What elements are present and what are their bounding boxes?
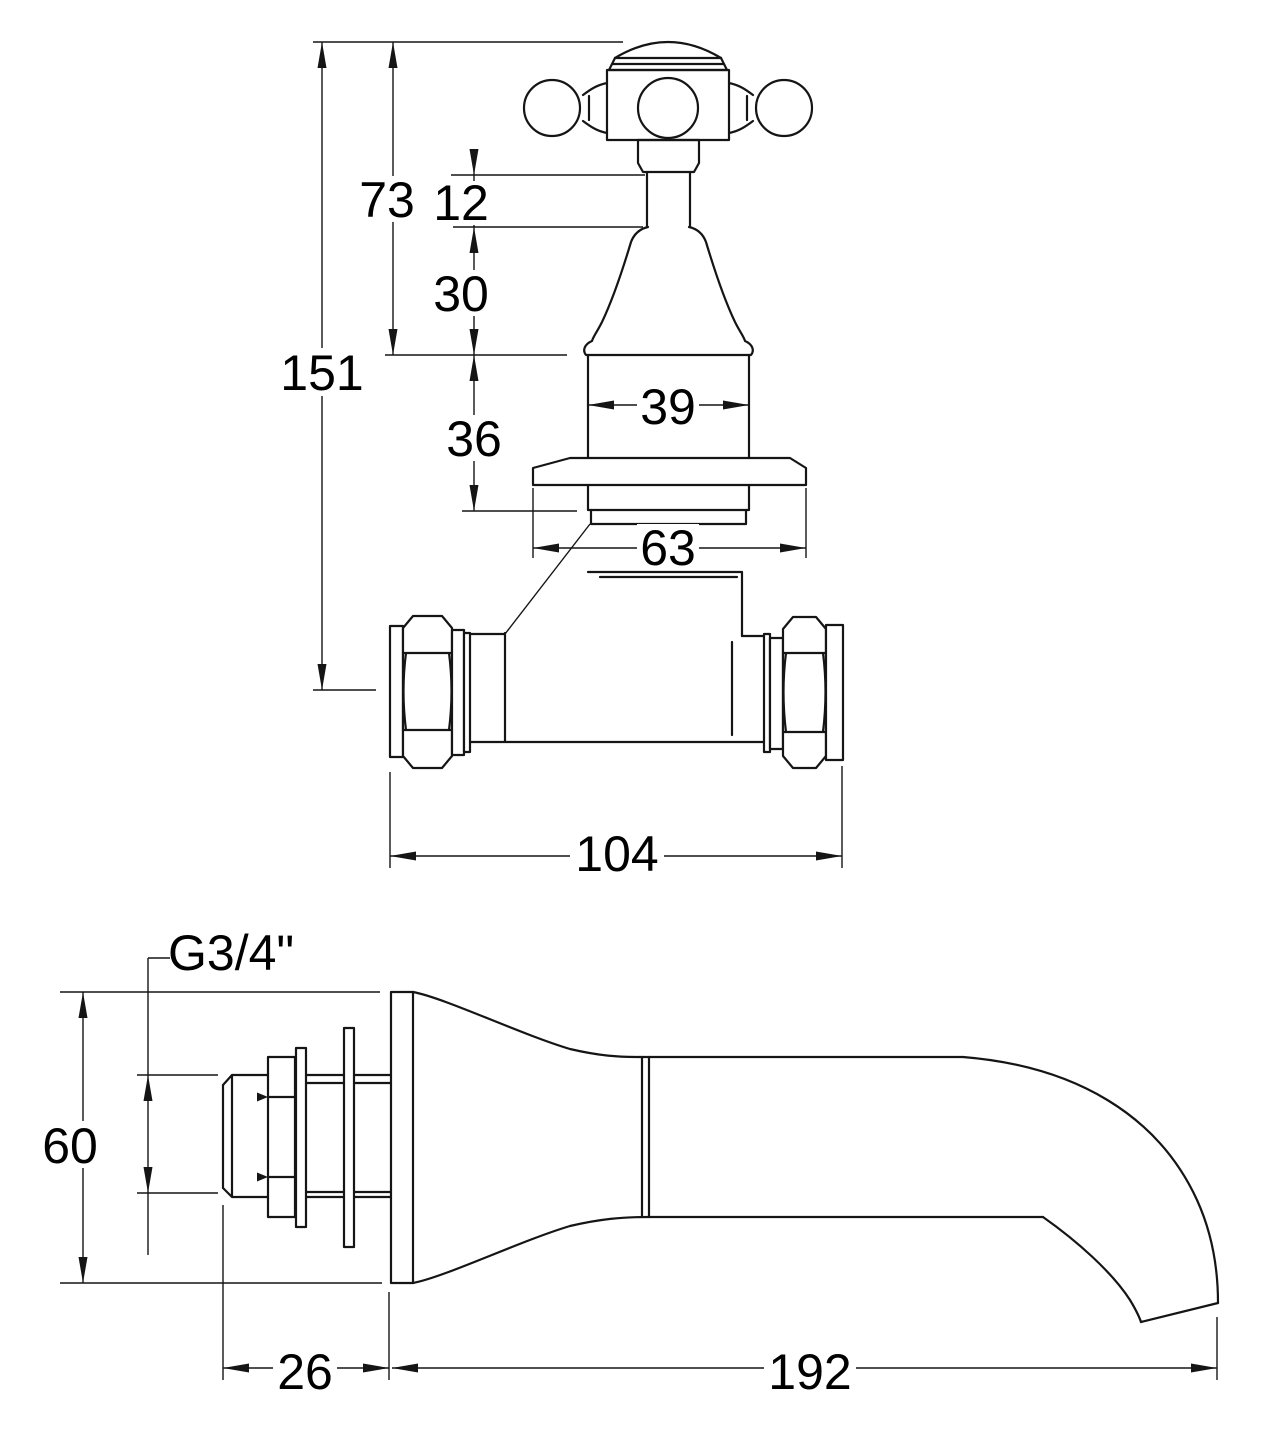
backnut-face-lines [266,1095,297,1179]
right-hex-nut-faces [781,651,828,734]
handle-front-ball [636,76,700,140]
dim-label-body-height: 36 [446,411,502,467]
valve-extension-lines [313,41,843,868]
dim-label-flange-width: 63 [640,520,696,576]
handle-dome-cap [613,41,723,60]
outlet-inner-curve [1041,1215,1143,1324]
dim-label-thread-size: G3/4" [168,925,294,981]
nipple-outline [221,1073,393,1199]
left-hex-nut-faces [401,651,454,732]
handle-arm-waist-lines [587,94,749,122]
dim-label-wall-stub-depth: 26 [277,1344,333,1400]
dim-label-fitting-length: 104 [575,826,658,882]
thread-chamfer-marks [257,1092,268,1182]
body-cylinder [586,353,751,460]
valve-dimension-arrows [317,42,842,861]
outlet-outer-curve [961,1055,1220,1305]
backnut [266,1055,297,1219]
fitting-left-end-cap [388,624,405,759]
valve-body [531,353,808,638]
handle-hub [605,68,731,142]
fitting-right-end-cap [824,623,845,762]
wall-spout [389,990,1220,1324]
handle-right-ball [754,78,814,138]
fitting-left-hex-nut [401,614,454,770]
dim-label-handle-height: 73 [359,172,415,228]
fitting-right-ring [768,636,785,751]
spout-extension-lines [60,991,1218,1380]
washer-small [294,1046,308,1229]
fitting-left-ferrule [462,631,472,754]
spout-view: 60 G3/4" 26 192 [42,925,1220,1400]
fitting-right-hex-nut [781,615,828,770]
spindle-collar [636,138,701,174]
dim-label-body-width: 39 [640,379,696,435]
cross-handle [522,41,814,142]
dim-label-spout-reach: 192 [768,1344,851,1400]
body-neck [586,483,751,512]
handle-cap-bands [607,56,729,72]
wall-backplate [389,990,415,1285]
spout-label-masks [42,1121,856,1394]
washer-large [342,1026,356,1249]
dim-line-thread [147,957,170,1255]
horn-bottom-curve [411,1215,650,1285]
spindle-stem [645,170,692,229]
valve-spindle [636,138,701,229]
valve-label-masks [281,176,699,876]
valve-bell-shroud [583,225,754,357]
wall-flange [531,456,808,487]
spout-seam-lines [640,1055,651,1219]
valve-view: 151 73 12 30 36 39 63 104 [280,41,845,882]
dim-label-spindle-exposed: 12 [433,175,489,231]
dim-label-shroud-height: 30 [433,266,489,322]
valve-tail-end [586,570,744,638]
spout-tube [638,1055,1045,1219]
handle-left-ball [522,78,582,138]
horn-top-curve [411,990,642,1059]
fitting-tube-body [468,631,766,744]
outlet-end-face [1139,1301,1220,1324]
dim-label-total-height: 151 [280,345,363,401]
spout-dimension-arrows [78,992,1217,1373]
leader-line [504,523,591,635]
handle-arm-necks [581,81,755,135]
threaded-nipple [221,1026,393,1249]
fitting-left-ring [450,628,466,757]
dim-label-backplate-height: 60 [42,1118,98,1174]
pipe-fitting [388,614,845,770]
